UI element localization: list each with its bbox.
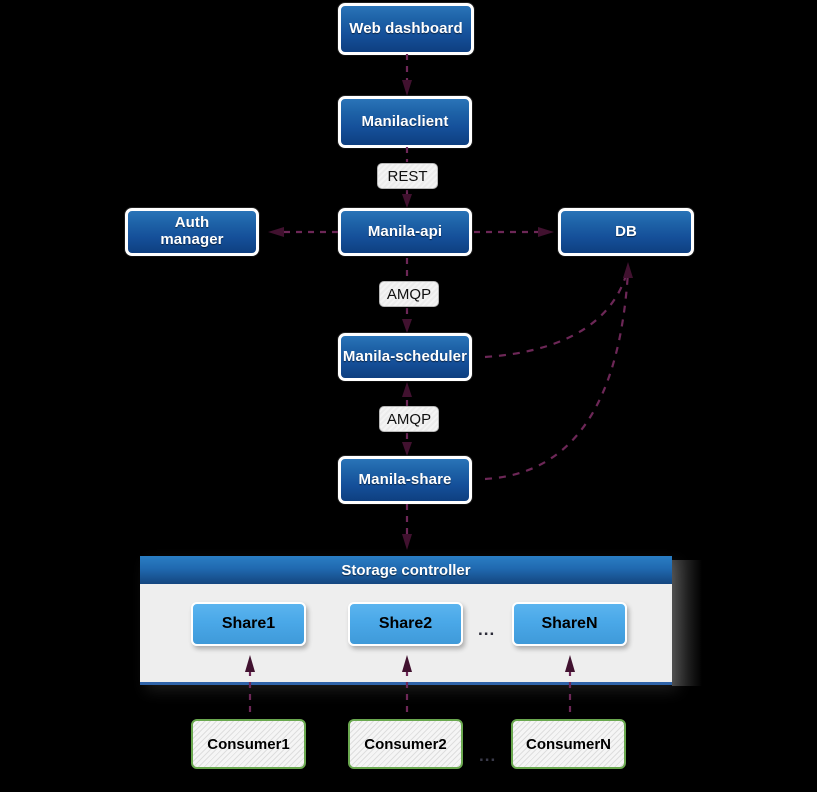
node-manila-scheduler-label: Manila-scheduler [342,347,468,365]
node-web-dashboard-label: Web dashboard [349,19,463,37]
arrowhead-scheduler-to-amqp2 [402,382,412,397]
node-auth-manager[interactable]: Auth manager [125,208,259,256]
node-share-N[interactable]: ShareN [512,602,627,646]
storage-controller-title-text: Storage controller [341,561,471,579]
arrowhead-api-to-db [538,227,554,237]
node-share-2-label: Share2 [378,615,433,632]
node-share-1[interactable]: Share1 [191,602,306,646]
label-amqp-api-scheduler-text: AMQP [386,285,432,303]
label-amqp-scheduler-share: AMQP [379,406,439,432]
arrowhead-curves-to-db [623,262,633,278]
wire-scheduler-to-db [484,271,629,359]
node-auth-manager-label-line1: Auth [174,214,210,232]
storage-controller-title: Storage controller [140,556,672,584]
node-manila-share-label: Manila-share [358,470,452,488]
node-consumer-N[interactable]: ConsumerN [511,719,626,769]
node-share-2[interactable]: Share2 [348,602,463,646]
node-web-dashboard[interactable]: Web dashboard [338,3,474,55]
storage-controller-panel: Storage controller Share1 Share2 ... Sha… [140,556,672,685]
arrowhead-api-to-auth [268,227,284,237]
wire-share-to-db [484,271,630,481]
storage-controller-shadow [672,560,702,686]
label-rest-text: REST [387,167,428,185]
arrowhead-amqp1-to-scheduler [402,319,412,333]
arrowhead-share-to-storage [402,534,412,550]
node-share-N-label: ShareN [541,615,598,632]
node-consumer-N-label: ConsumerN [525,735,611,753]
node-manilaclient[interactable]: Manilaclient [338,96,472,148]
arrowhead-amqp2-to-share [402,442,412,456]
node-consumer-1[interactable]: Consumer1 [191,719,306,769]
arrowhead-rest-to-api [402,194,412,208]
shares-ellipsis: ... [478,620,496,639]
node-auth-manager-label-line2: manager [160,231,224,248]
node-manila-api[interactable]: Manila-api [338,208,472,256]
label-amqp-api-scheduler: AMQP [379,281,439,307]
label-amqp-scheduler-share-text: AMQP [386,410,432,428]
node-manilaclient-label: Manilaclient [361,112,449,130]
node-db[interactable]: DB [558,208,694,256]
node-consumer-2[interactable]: Consumer2 [348,719,463,769]
node-share-1-label: Share1 [221,615,276,632]
node-db-label: DB [615,222,637,240]
node-consumer-1-label: Consumer1 [207,735,290,753]
node-consumer-2-label: Consumer2 [364,735,447,753]
consumers-ellipsis: ... [479,746,497,765]
node-manila-share[interactable]: Manila-share [338,456,472,504]
node-manila-api-label: Manila-api [367,222,443,240]
node-manila-scheduler[interactable]: Manila-scheduler [338,333,472,381]
label-rest: REST [377,163,438,189]
arrowhead-dashboard-to-client [402,80,412,96]
